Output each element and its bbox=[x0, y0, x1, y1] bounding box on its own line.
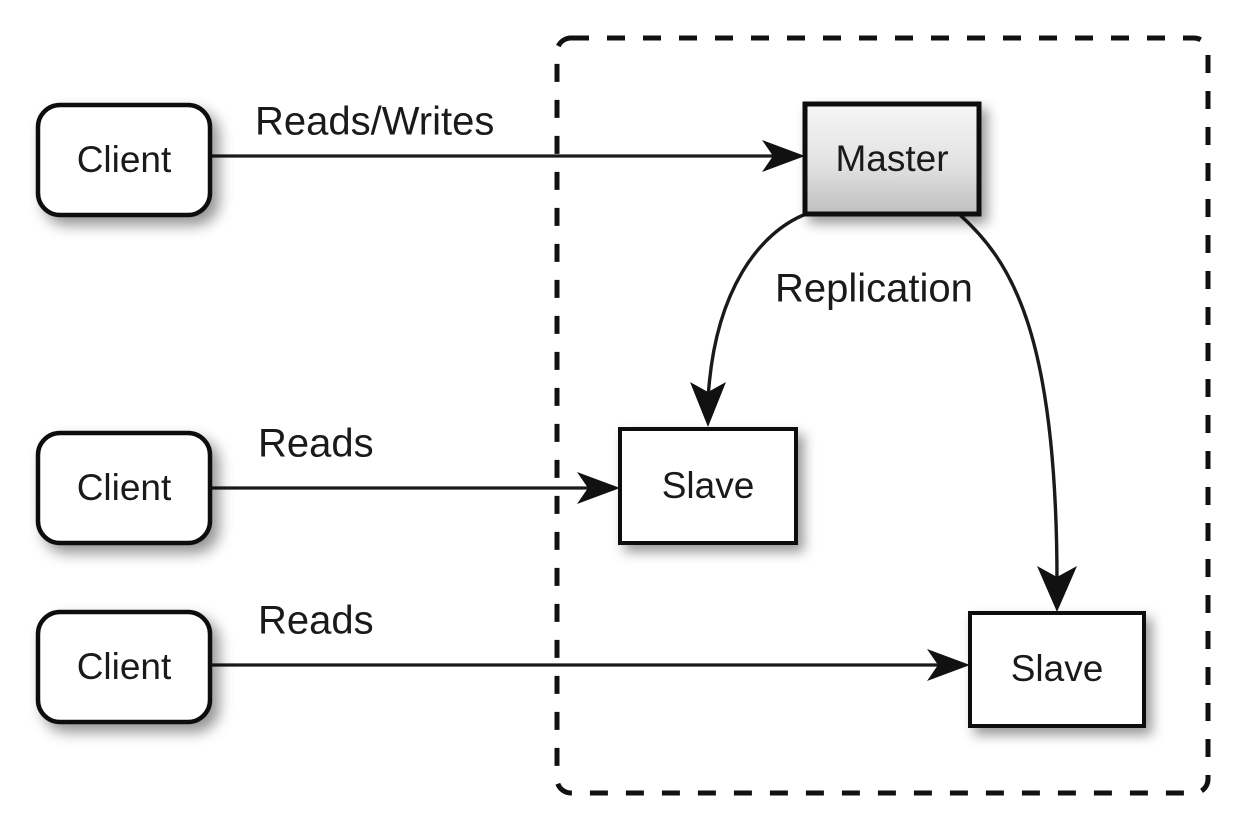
client-2-shape[interactable] bbox=[35, 430, 213, 546]
node-slave-2[interactable]: Slave bbox=[968, 611, 1146, 728]
edge-label-reads-slave2: Reads bbox=[258, 599, 374, 643]
edge-label-replication: Replication bbox=[775, 267, 973, 311]
master-label: Master bbox=[835, 138, 948, 179]
slave-1-shape[interactable] bbox=[618, 427, 798, 545]
edge-client2-slave1 bbox=[210, 472, 620, 504]
client-2-label: Client bbox=[77, 467, 172, 508]
edge-master-slave1 bbox=[690, 212, 807, 427]
slave-1-label: Slave bbox=[662, 465, 755, 506]
edge-label-reads-slave1: Reads bbox=[258, 422, 374, 466]
edge-label-reads-writes: Reads/Writes bbox=[255, 100, 494, 144]
node-client-2[interactable]: Client bbox=[35, 430, 213, 546]
client-1-label: Client bbox=[77, 139, 172, 180]
master-shape[interactable] bbox=[802, 101, 982, 217]
edge-client3-slave2 bbox=[210, 649, 970, 681]
datastore-boundary bbox=[554, 35, 1211, 796]
node-client-3[interactable]: Client bbox=[35, 609, 213, 725]
node-client-1[interactable]: Client bbox=[35, 102, 213, 218]
node-slave-1[interactable]: Slave bbox=[618, 427, 798, 545]
edge-master-slave2 bbox=[957, 212, 1077, 612]
client-3-label: Client bbox=[77, 646, 172, 687]
edge-client1-master bbox=[210, 140, 805, 172]
node-master[interactable]: Master bbox=[802, 101, 982, 217]
slave-2-label: Slave bbox=[1011, 648, 1104, 689]
client-3-shape[interactable] bbox=[35, 609, 213, 725]
client-1-shape[interactable] bbox=[35, 102, 213, 218]
slave-2-shape[interactable] bbox=[968, 611, 1146, 728]
